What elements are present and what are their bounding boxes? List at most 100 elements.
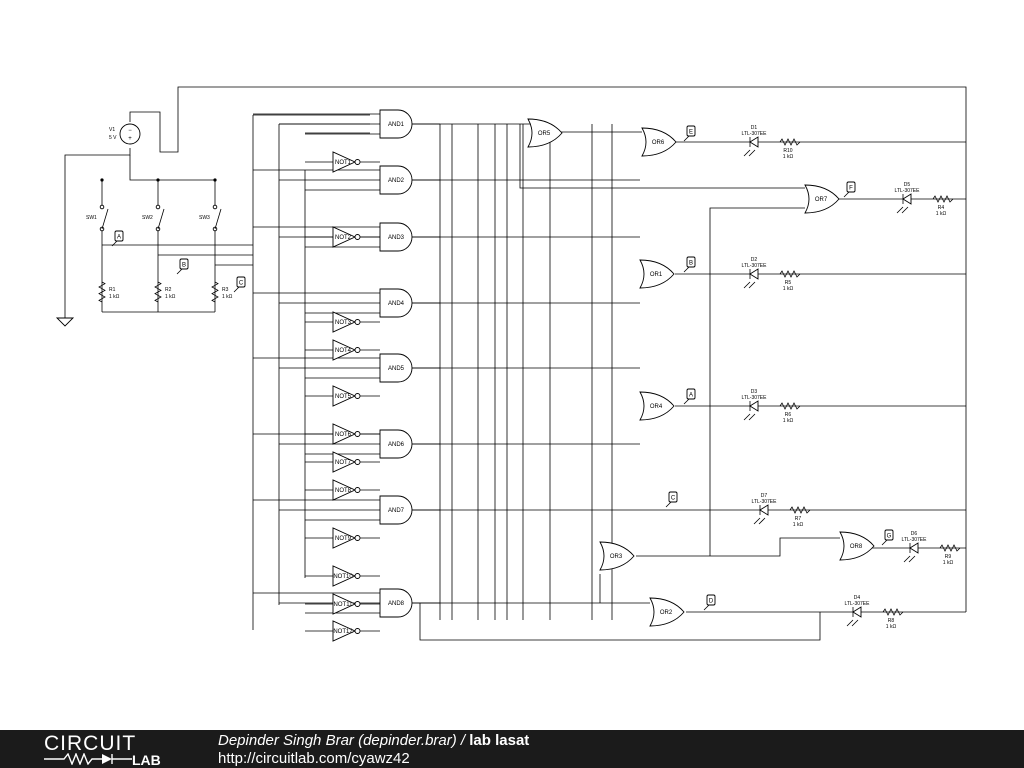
resistor-name: R3: [222, 287, 229, 293]
or-gate-2: OR2: [649, 597, 685, 627]
logo-text-circuit: CIRCUIT: [44, 732, 137, 755]
flag-box: [846, 181, 856, 193]
resistor-zigzag: [211, 281, 219, 303]
led-light-arrow: [743, 149, 751, 157]
resistor-name: R10: [783, 148, 792, 154]
not-gate-body: [332, 311, 357, 333]
led-diode-icon: [749, 136, 759, 148]
resistor-r2: R21 kΩ: [154, 281, 176, 303]
switch-sw2[interactable]: SW2: [142, 204, 165, 232]
flag-box: [114, 230, 124, 242]
switch-terminal: [155, 204, 161, 210]
flag-box: [686, 125, 696, 137]
or-gate-label: OR7: [815, 197, 828, 203]
resistor-zigzag: [932, 195, 954, 203]
circuitlab-logo[interactable]: CIRCUIT LAB: [44, 732, 184, 768]
author-link[interactable]: Depinder Singh Brar (depinder.brar): [218, 732, 457, 749]
and-gate-body: [379, 288, 413, 318]
or-gate-8: OR8: [839, 531, 875, 561]
wiring: [64, 86, 967, 641]
v1-plus: +: [128, 136, 132, 142]
or-gate-body: [649, 597, 685, 627]
not-gate-5: NOT5: [332, 385, 361, 407]
not-gate-body: [332, 565, 357, 587]
output-node-e: E: [683, 125, 696, 142]
resistor-zigzag: [98, 281, 106, 303]
output-node-c: C: [665, 491, 678, 508]
and-gate-label: AND6: [388, 442, 405, 448]
and-gate-label: AND2: [388, 178, 405, 184]
circuit-url-link[interactable]: http://circuitlab.com/cyawz42: [218, 750, 410, 767]
not-gate-bubble: [354, 601, 361, 607]
input-node-b: B: [176, 258, 189, 275]
not-gate-6: NOT6: [332, 423, 361, 445]
led-name: D5: [904, 182, 911, 188]
resistor-value: 1 kΩ: [793, 522, 804, 528]
resistor-value: 1 kΩ: [943, 560, 954, 566]
switch-sw1[interactable]: SW1: [86, 204, 109, 232]
or-gate-label: OR2: [660, 610, 673, 616]
or-gate-1: OR1: [639, 259, 675, 289]
led-light-arrow: [908, 555, 916, 563]
resistor-r8: R81 kΩ: [882, 608, 904, 630]
led-light-arrow: [753, 517, 761, 525]
resistor-name: R4: [938, 205, 945, 211]
not-gate-body: [332, 385, 357, 407]
led-diode-icon: [909, 542, 919, 554]
not-gate-label: NOT2: [335, 235, 352, 241]
resistor-r4: R41 kΩ: [932, 195, 954, 217]
resistor-name: R5: [785, 280, 792, 286]
led-light-arrow: [851, 619, 859, 627]
not-gate-bubble: [354, 459, 361, 465]
and-gate-label: AND4: [388, 301, 405, 307]
not-gate-bubble: [354, 431, 361, 437]
led-name: D2: [751, 257, 758, 263]
switch-sw3[interactable]: SW3: [199, 204, 222, 232]
led-light-arrow: [896, 206, 904, 214]
led-light-arrow: [758, 517, 766, 525]
not-gate-label: NOT9: [335, 536, 352, 542]
v1-label: V1: [109, 127, 115, 133]
resistor-r7: R71 kΩ: [789, 506, 811, 528]
flag-text: A: [117, 235, 121, 241]
flag-box: [668, 491, 678, 503]
not-gate-body: [332, 620, 357, 642]
and-gate-body: [379, 222, 413, 252]
not-gate-body: [332, 479, 357, 501]
not-gate-label: NOT3: [335, 320, 352, 326]
led-name: D1: [751, 125, 758, 131]
voltage-source-v1[interactable]: −+V15 V: [109, 123, 141, 145]
not-gate-4: NOT4: [332, 339, 361, 361]
resistor-value: 1 kΩ: [165, 294, 176, 300]
or-gate-body: [641, 127, 677, 157]
flag-box: [686, 256, 696, 268]
switch-label: SW2: [142, 215, 153, 221]
led-light-arrow: [748, 149, 756, 157]
and-gate-5: AND5: [379, 353, 413, 383]
and-gate-3: AND3: [379, 222, 413, 252]
or-gate-label: OR3: [610, 554, 623, 560]
circuit-credit: Depinder Singh Brar (depinder.brar) / la…: [218, 732, 529, 749]
not-gate-2: NOT2: [332, 226, 361, 248]
resistor-zigzag: [154, 281, 162, 303]
or-gate-body: [839, 531, 875, 561]
flag-text: B: [689, 261, 693, 267]
or-gate-label: OR4: [650, 404, 663, 410]
logo-resistor-diode-icon: [44, 753, 132, 765]
or-gate-body: [527, 118, 563, 148]
v1-value: 5 V: [109, 135, 117, 141]
output-node-b: B: [683, 256, 696, 273]
led-diode-icon: [749, 400, 759, 412]
flag-box: [686, 388, 696, 400]
or-gate-6: OR6: [641, 127, 677, 157]
not-gate-10: NOT10: [332, 565, 361, 587]
led-light-arrow: [748, 413, 756, 421]
v1-symbol: [119, 123, 141, 145]
and-gate-4: AND4: [379, 288, 413, 318]
not-gate-label: NOT1: [335, 160, 352, 166]
led-part: LTL-307EE: [742, 395, 768, 401]
resistor-value: 1 kΩ: [783, 286, 794, 292]
